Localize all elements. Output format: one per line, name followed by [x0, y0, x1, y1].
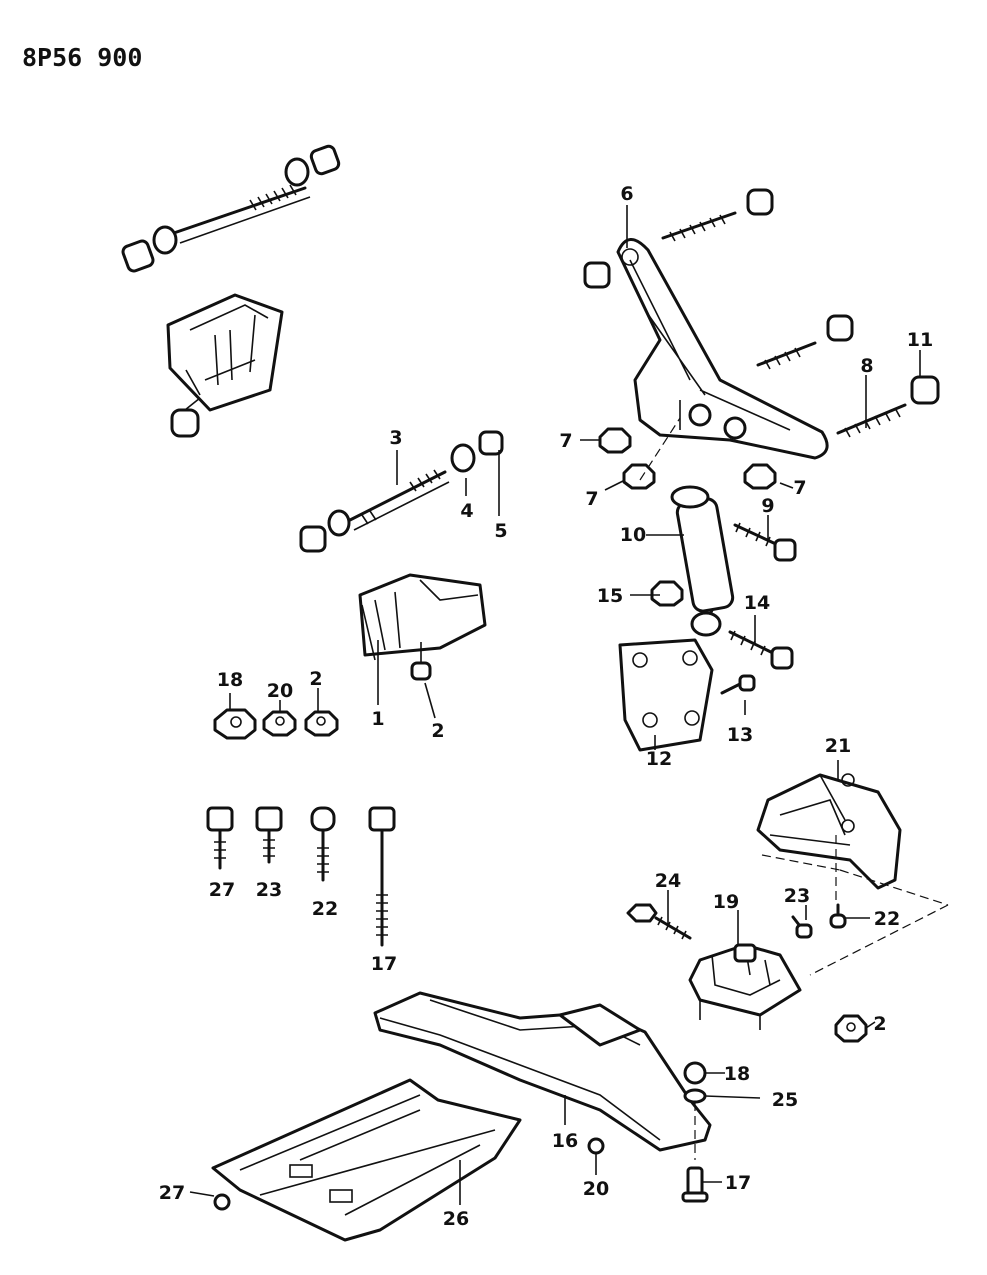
nut-lower-left — [213, 1193, 231, 1211]
skid-plate — [211, 1078, 522, 1242]
callout-13: 13 — [727, 724, 753, 746]
nuts-7 — [598, 417, 777, 490]
crossmember — [373, 991, 712, 1152]
bolts-row — [206, 806, 396, 947]
callout-24: 24 — [655, 870, 681, 892]
center-stud-assembly — [299, 430, 504, 553]
center-engine-bracket — [358, 573, 487, 681]
callout-23: 23 — [784, 885, 810, 907]
callout-26: 26 — [443, 1208, 469, 1230]
callout-22: 22 — [874, 908, 900, 930]
callout-27: 27 — [209, 879, 235, 901]
callout-4: 4 — [460, 500, 473, 522]
upper-left-engine-bracket — [166, 293, 284, 438]
transmission-mount-bracket — [756, 773, 949, 976]
callout-2: 2 — [431, 720, 444, 742]
callout-21: 21 — [825, 735, 851, 757]
shock-absorber-assembly — [650, 485, 797, 670]
callout-3: 3 — [389, 427, 402, 449]
transmission-mount-insulator — [688, 943, 802, 1030]
callout-23: 23 — [256, 879, 282, 901]
nut-lower — [587, 1137, 605, 1155]
callout-25: 25 — [772, 1089, 798, 1111]
shock-mount-plate — [618, 638, 756, 752]
upper-right-mount-bracket — [583, 188, 854, 460]
callout-10: 10 — [620, 524, 646, 546]
callout-5: 5 — [494, 520, 507, 542]
callout-11: 11 — [907, 329, 933, 351]
callout-7: 7 — [559, 430, 572, 452]
callout-2: 2 — [873, 1013, 886, 1035]
callout-27: 27 — [159, 1182, 185, 1204]
callout-8: 8 — [860, 355, 873, 377]
upper-left-stud-assembly — [121, 144, 341, 273]
callout-19: 19 — [713, 891, 739, 913]
callout-18: 18 — [217, 669, 243, 691]
callout-labels: 1 2 2 2 3 4 5 6 7 7 7 8 9 10 11 12 13 14… — [159, 183, 933, 1230]
callout-18: 18 — [724, 1063, 750, 1085]
leader-lines — [189, 205, 921, 1205]
callout-20: 20 — [267, 680, 293, 702]
callout-6: 6 — [620, 183, 633, 205]
right-stud-spacer — [836, 375, 940, 438]
callout-20: 20 — [583, 1178, 609, 1200]
document-ref: 8P56 900 — [22, 43, 142, 72]
callout-16: 16 — [552, 1130, 578, 1152]
callout-2: 2 — [309, 668, 322, 690]
callout-7: 7 — [793, 477, 806, 499]
callout-7: 7 — [585, 488, 598, 510]
nut-right — [834, 1014, 868, 1043]
transmission-mount-fasteners — [626, 903, 847, 940]
nuts-row — [213, 708, 339, 740]
callout-17: 17 — [725, 1172, 751, 1194]
callout-9: 9 — [761, 495, 774, 517]
callout-22: 22 — [312, 898, 338, 920]
callout-1: 1 — [371, 708, 384, 730]
callout-17: 17 — [371, 953, 397, 975]
callout-15: 15 — [597, 585, 623, 607]
callout-14: 14 — [744, 592, 770, 614]
callout-12: 12 — [646, 748, 672, 770]
